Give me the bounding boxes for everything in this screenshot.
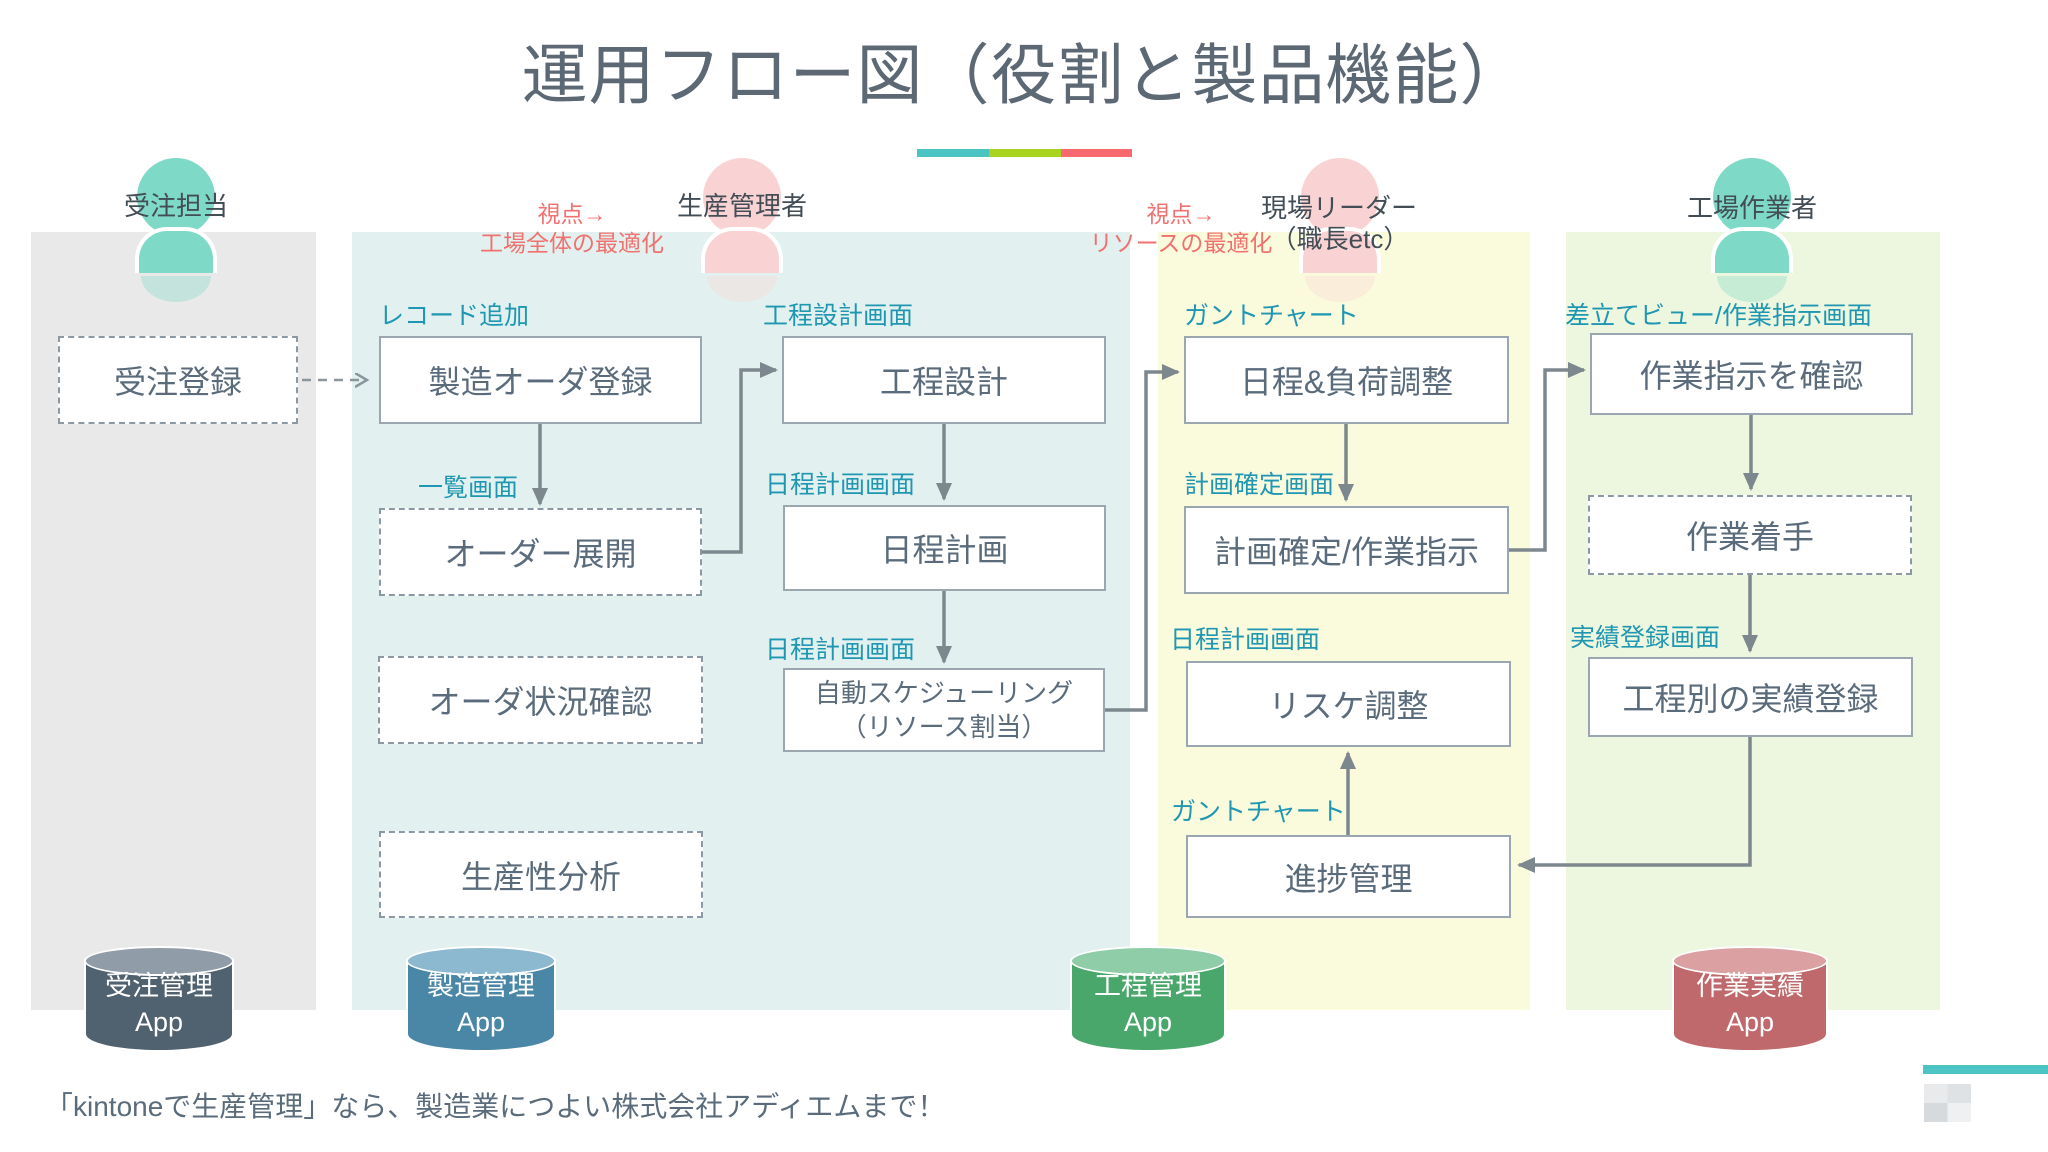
screen-label-gantt-2: ガントチャート bbox=[1171, 798, 1346, 826]
app-cylinder-label: 作業実績 App bbox=[1696, 971, 1804, 1037]
app-cylinder-label: 製造管理 App bbox=[427, 971, 535, 1037]
flow-box-label: 日程計画 bbox=[880, 532, 1009, 568]
flow-box-mfg-order-entry: 製造オーダ登録 bbox=[379, 336, 702, 424]
flow-box-label: 工程別の実績登録 bbox=[1622, 681, 1879, 717]
title-underline bbox=[917, 149, 1132, 157]
flow-box-label: 進捗管理 bbox=[1284, 860, 1413, 897]
screen-label-dispatch-view: 差立てビュー/作業指示画面 bbox=[1565, 302, 1872, 330]
flow-box-productivity-analysis: 生産性分析 bbox=[379, 831, 703, 918]
viewpoint-line1: 視点→ bbox=[537, 201, 607, 227]
page-title: 運用フロー図（役割と製品機能） bbox=[521, 38, 1527, 112]
cylinder-top bbox=[406, 946, 556, 976]
screen-label-schedule-plan-2: 日程計画画面 bbox=[765, 636, 916, 664]
screen-label-process-design: 工程設計画面 bbox=[763, 302, 914, 330]
person-reflection bbox=[141, 276, 211, 302]
viewpoint-note-resource: 視点→ リソースの最適化 bbox=[1090, 200, 1273, 258]
flow-box-label: 計画確定/作業指示 bbox=[1214, 534, 1479, 570]
person-icon-order-staff bbox=[135, 158, 217, 302]
flow-box-label-line2: （リソース割当） bbox=[840, 712, 1048, 742]
flow-box-plan-fix-work-order: 計画確定/作業指示 bbox=[1184, 506, 1509, 594]
person-shoulders-icon bbox=[701, 227, 783, 273]
app-cylinder-process: 工程管理 App bbox=[1070, 946, 1226, 1052]
flow-box-label-line1: 自動スケジューリング bbox=[814, 678, 1074, 708]
app-cylinder-label: 受注管理 App bbox=[105, 971, 213, 1037]
person-head-icon bbox=[1713, 158, 1791, 236]
flow-box-order-expand: オーダー展開 bbox=[379, 508, 702, 596]
flow-box-label: 作業指示を確認 bbox=[1639, 358, 1864, 394]
connector-plan-fix-to-work-order-check bbox=[1509, 362, 1586, 552]
viewpoint-line2: リソースの最適化 bbox=[1089, 230, 1273, 256]
flow-box-schedule-load-adjust: 日程&負荷調整 bbox=[1184, 336, 1509, 424]
person-icon-site-leader bbox=[1299, 158, 1381, 302]
flow-box-label: 製造オーダ登録 bbox=[428, 364, 653, 400]
flow-box-work-start: 作業着手 bbox=[1588, 495, 1912, 575]
screen-label-record-add: レコード追加 bbox=[379, 302, 530, 330]
flow-box-progress-mgmt: 進捗管理 bbox=[1186, 835, 1511, 918]
role-label-site-leader: 現場リーダー bbox=[1260, 193, 1418, 223]
person-head-icon bbox=[703, 158, 781, 236]
screen-label-result-entry: 実績登録画面 bbox=[1570, 624, 1721, 652]
flow-box-order-status-check: オーダ状況確認 bbox=[378, 656, 703, 744]
cylinder-top bbox=[84, 946, 234, 976]
flow-box-label: リスケ調整 bbox=[1268, 688, 1429, 724]
person-shoulders-icon bbox=[135, 227, 217, 273]
person-icon-factory-worker bbox=[1711, 158, 1793, 302]
flow-box-result-entry-by-process: 工程別の実績登録 bbox=[1588, 657, 1913, 737]
underline-segment-green bbox=[989, 149, 1061, 157]
flow-box-label: 生産性分析 bbox=[460, 858, 621, 895]
role-label-site-leader-sub: （職長etc） bbox=[1270, 224, 1410, 254]
app-cylinder-manufacturing: 製造管理 App bbox=[406, 946, 556, 1052]
screen-label-schedule-plan-1: 日程計画画面 bbox=[765, 471, 916, 499]
viewpoint-line2: 工場全体の最適化 bbox=[480, 230, 664, 256]
connector-expand-to-process-design bbox=[702, 362, 778, 554]
person-head-icon bbox=[137, 158, 215, 236]
person-head-icon bbox=[1301, 158, 1379, 236]
underline-segment-red bbox=[1061, 149, 1132, 157]
footer-tagline: 「kintoneで生産管理」なら、製造業につよい株式会社アディエムまで！ bbox=[45, 1091, 946, 1122]
person-shoulders-icon bbox=[1299, 227, 1381, 273]
role-label-factory-worker: 工場作業者 bbox=[1686, 193, 1818, 223]
screen-label-list-screen: 一覧画面 bbox=[418, 474, 519, 502]
company-logo-placeholder bbox=[1924, 1084, 1971, 1122]
cylinder-top bbox=[1070, 946, 1226, 976]
app-cylinder-label: 工程管理 App bbox=[1094, 971, 1202, 1037]
flow-box-order-entry: 受注登録 bbox=[58, 336, 298, 424]
person-icon-production-manager bbox=[701, 158, 783, 302]
flow-box-schedule-plan: 日程計画 bbox=[783, 505, 1106, 591]
flow-box-label: オーダ状況確認 bbox=[428, 684, 653, 720]
flow-box-reschedule-adjust: リスケ調整 bbox=[1186, 661, 1511, 747]
app-cylinder-work-result: 作業実績 App bbox=[1672, 946, 1828, 1052]
screen-label-schedule-plan-3: 日程計画画面 bbox=[1170, 626, 1321, 654]
viewpoint-line1: 視点→ bbox=[1146, 201, 1216, 227]
connector-result-entry-to-progress bbox=[1517, 737, 1752, 873]
flow-box-label: 受注登録 bbox=[113, 364, 242, 400]
cylinder-top bbox=[1672, 946, 1828, 976]
person-shoulders-icon bbox=[1711, 227, 1793, 273]
screen-label-plan-fix: 計画確定画面 bbox=[1184, 471, 1335, 499]
underline-segment-teal bbox=[917, 149, 989, 157]
flow-box-label: 日程&負荷調整 bbox=[1239, 364, 1454, 400]
flow-box-work-order-check: 作業指示を確認 bbox=[1590, 333, 1913, 415]
flow-box-auto-scheduling: 自動スケジューリング （リソース割当） bbox=[783, 668, 1105, 752]
flow-box-label: 工程設計 bbox=[879, 364, 1008, 400]
role-label-production-manager: 生産管理者 bbox=[676, 191, 808, 221]
connector-autoscheduling-to-load-adjust bbox=[1105, 364, 1180, 712]
screen-label-gantt-1: ガントチャート bbox=[1184, 302, 1359, 330]
flow-box-process-design: 工程設計 bbox=[782, 336, 1106, 424]
role-label-order-staff: 受注担当 bbox=[123, 191, 229, 221]
bottom-accent-bar bbox=[1923, 1065, 2048, 1074]
app-cylinder-order: 受注管理 App bbox=[84, 946, 234, 1052]
flow-box-label: 作業着手 bbox=[1685, 519, 1814, 555]
viewpoint-note-factory: 視点→ 工場全体の最適化 bbox=[480, 200, 664, 258]
flow-box-label: オーダー展開 bbox=[444, 536, 637, 572]
